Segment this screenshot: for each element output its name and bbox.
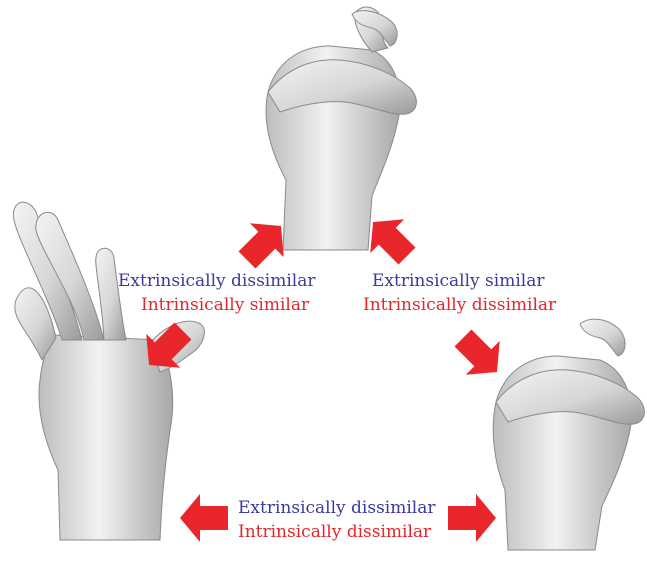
fist-hand-icon <box>493 319 644 550</box>
label-right-extrinsic: Extrinsically similar <box>372 270 544 292</box>
label-left-extrinsic: Extrinsically dissimilar <box>118 270 316 292</box>
fist-hand-icon <box>266 7 416 250</box>
label-bottom-extrinsic: Extrinsically dissimilar <box>238 497 436 519</box>
arrow-icon <box>448 494 496 542</box>
label-right-intrinsic: Intrinsically dissimilar <box>363 294 556 316</box>
label-left-intrinsic: Intrinsically similar <box>141 294 309 316</box>
open-hand-icon <box>13 202 204 540</box>
arrow-icon <box>446 321 514 389</box>
arrow-right-hand <box>446 321 514 389</box>
arrow-icon <box>180 494 228 542</box>
arrow-bottom-left <box>180 494 228 542</box>
arrow-bottom-right <box>448 494 496 542</box>
label-bottom-intrinsic: Intrinsically dissimilar <box>238 521 431 543</box>
